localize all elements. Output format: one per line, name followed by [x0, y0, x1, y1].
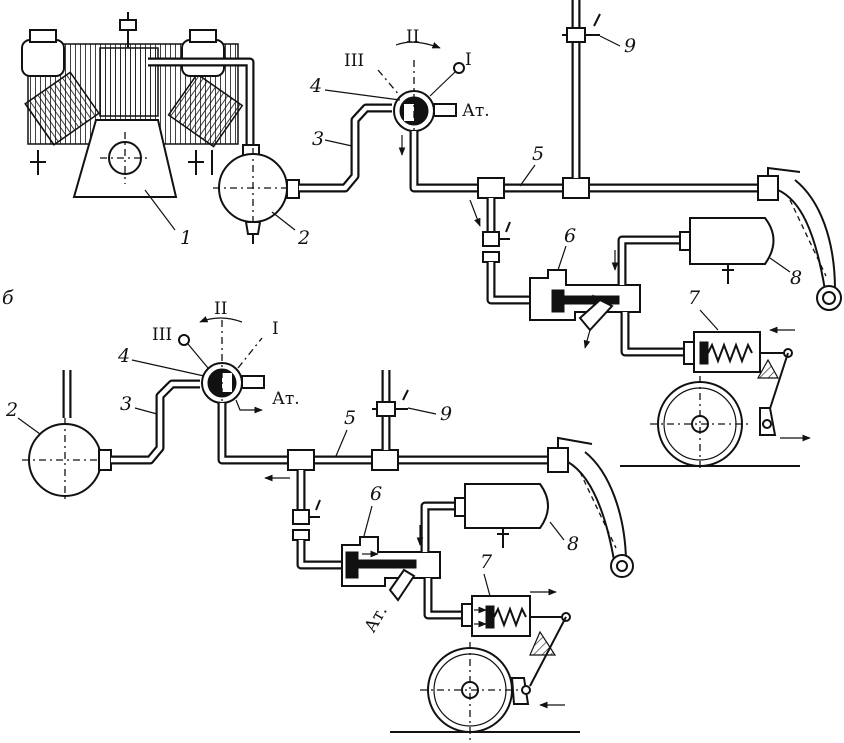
label-a-pos-i: I	[465, 50, 472, 70]
label-b-4: 4	[117, 345, 130, 367]
section-b-letter: б	[2, 287, 14, 309]
hose-coupling-a	[757, 166, 842, 311]
air-distributor-6-a	[529, 269, 641, 349]
driver-crane-4-b	[178, 316, 265, 414]
label-a-5: 5	[532, 143, 544, 165]
label-a-3: 3	[312, 128, 324, 150]
label-a-9: 9	[624, 35, 636, 57]
label-b-7: 7	[480, 551, 493, 573]
label-a-6: 6	[564, 225, 576, 247]
reservoir-8-b	[416, 483, 549, 548]
driver-crane-4	[377, 41, 465, 156]
label-b-9: 9	[440, 403, 452, 425]
brake-cylinder-7-b	[461, 588, 571, 709]
reservoir-8-a	[611, 217, 775, 284]
tap-9-a	[562, 13, 601, 43]
label-b-5: 5	[344, 407, 356, 429]
label-a-7: 7	[688, 287, 701, 309]
label-a-atm: Ат.	[462, 101, 490, 121]
label-a-1: 1	[180, 227, 192, 249]
separator-2-b	[22, 370, 112, 502]
wheel-b	[390, 642, 580, 740]
label-b-8: 8	[567, 533, 579, 555]
label-a-pos-iii: III	[344, 51, 364, 71]
disconnect-tap-a	[482, 221, 511, 263]
label-b-pos-iii: III	[152, 325, 172, 345]
wheel-a	[620, 376, 800, 472]
hose-coupling-b	[547, 436, 634, 578]
section-a: 1 2 3 4 5 6 7 8 9 I II III Ат.	[21, 0, 842, 472]
label-b-pos-i: I	[272, 319, 279, 339]
brake-cylinder-7-a	[683, 326, 811, 442]
section-b: б	[2, 287, 634, 740]
tap-9-b	[372, 389, 409, 417]
air-distributor-6-b	[341, 536, 441, 602]
compressor-1	[21, 12, 244, 198]
label-b-2: 2	[5, 399, 18, 421]
label-b-atm-valve: Ат.	[272, 389, 300, 409]
label-a-2: 2	[297, 227, 310, 249]
label-b-pos-ii: II	[214, 299, 227, 319]
label-b-3: 3	[120, 393, 132, 415]
label-b-6: 6	[370, 483, 382, 505]
label-a-8: 8	[790, 267, 802, 289]
label-a-pos-ii: II	[406, 27, 419, 47]
label-a-4: 4	[309, 75, 322, 97]
label-b-atm-control: Ат.	[361, 602, 392, 636]
separator-2	[213, 144, 300, 244]
